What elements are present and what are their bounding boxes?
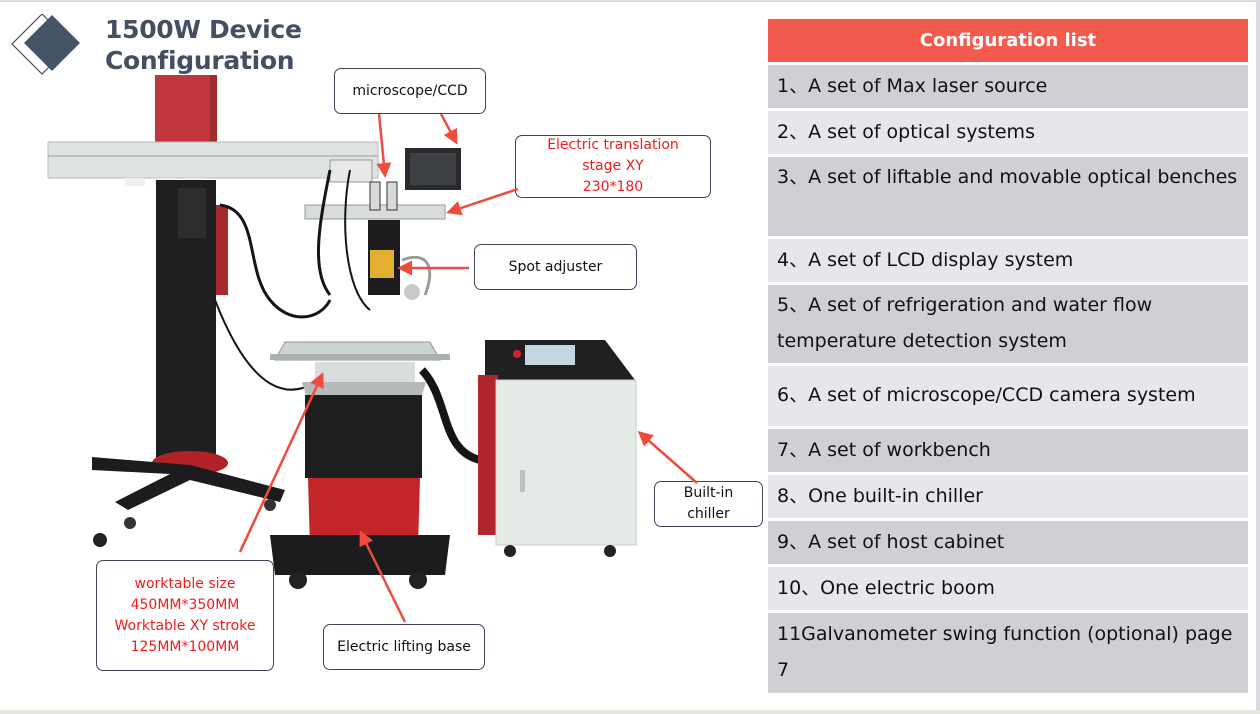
callout-text: microscope/CCD (352, 82, 468, 99)
callout-electric-translation-stage: Electric translation stage XY 230*180 (515, 135, 711, 198)
callout-built-in-chiller: Built-in chiller (654, 481, 763, 527)
callout-text: stage XY (582, 158, 644, 174)
callout-text: Built-in (683, 485, 734, 501)
config-item-4: 4、A set of LCD display system (768, 239, 1248, 282)
title-line-1: 1500W Device (105, 15, 302, 44)
callout-text: Electric translation (547, 137, 679, 153)
diamond-logo-icon (11, 14, 80, 75)
callout-electric-lifting-base: Electric lifting base (323, 624, 485, 670)
config-item-6: 6、A set of microscope/CCD camera system (768, 366, 1248, 426)
callout-microscope-ccd: microscope/CCD (334, 68, 486, 114)
config-item-5: 5、A set of refrigeration and water flow … (768, 285, 1248, 363)
config-item-9: 9、A set of host cabinet (768, 521, 1248, 564)
callout-spot-adjuster: Spot adjuster (474, 244, 637, 290)
config-item-1: 1、A set of Max laser source (768, 65, 1248, 108)
callout-text: 125MM*100MM (130, 638, 240, 655)
callout-text: Electric lifting base (337, 638, 471, 655)
bottom-strip (0, 710, 1260, 714)
configuration-list-table: Configuration list 1、A set of Max laser … (768, 19, 1248, 693)
page-title: 1500W Device Configuration (105, 14, 302, 76)
config-item-2: 2、A set of optical systems (768, 111, 1248, 154)
config-item-10: 10、One electric boom (768, 567, 1248, 610)
config-item-11: 11Galvanometer swing function (optional)… (768, 613, 1248, 693)
configuration-list-header: Configuration list (768, 19, 1248, 62)
callout-text: chiller (687, 506, 730, 522)
callout-worktable: worktable size 450MM*350MM Worktable XY … (96, 560, 274, 671)
laser-welding-machine-photo (47, 75, 637, 589)
callout-text: Spot adjuster (508, 258, 603, 275)
config-item-7: 7、A set of workbench (768, 429, 1248, 472)
config-item-3: 3、A set of liftable and movable optical … (768, 157, 1248, 236)
title-line-2: Configuration (105, 46, 295, 75)
config-item-8: 8、One built-in chiller (768, 475, 1248, 518)
callout-text: worktable size (134, 575, 236, 592)
callout-text: Worktable XY stroke (114, 617, 256, 634)
callout-text: 450MM*350MM (130, 596, 240, 613)
callout-text: 230*180 (582, 179, 644, 195)
